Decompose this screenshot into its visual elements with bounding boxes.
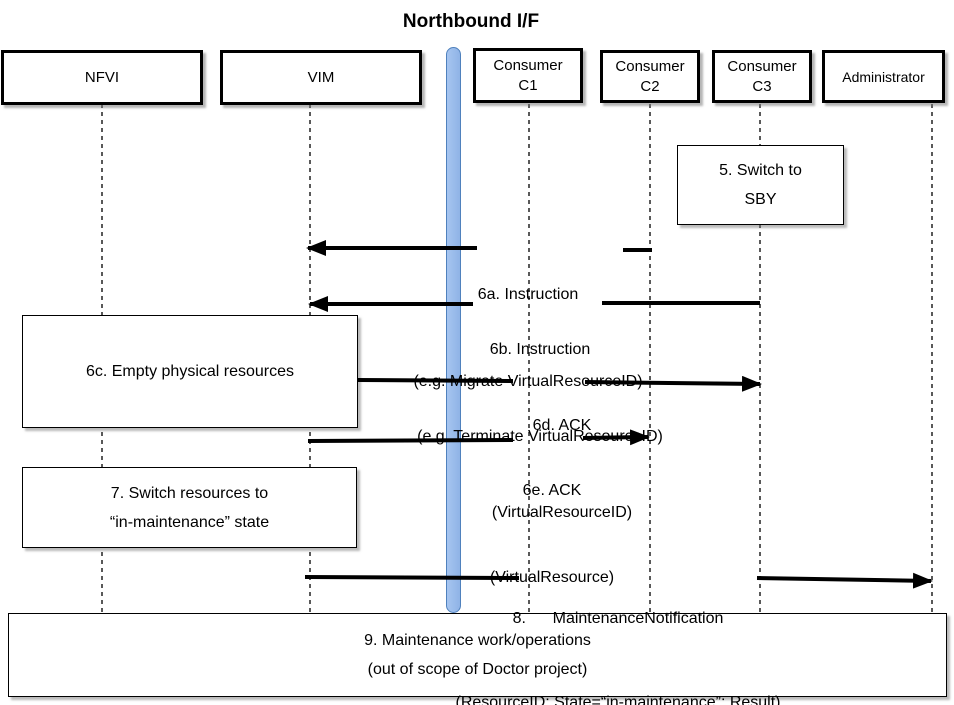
lifeline-administrator (931, 104, 933, 613)
message-6d-label: 6d. ACK (VirtualResourceID) (492, 353, 632, 585)
lifeline-consumer-c2 (649, 104, 651, 613)
actor-vim: VIM (220, 50, 422, 105)
arrow-8-head (756, 572, 933, 589)
message-6d-line1: 6d. ACK (532, 417, 592, 434)
message-6b-line1: 6b. Instruction (489, 341, 591, 358)
actor-consumer-c3: Consumer C3 (712, 50, 812, 103)
message-6e-label: 6e. ACK (VirtualResource) (490, 418, 614, 650)
message-8-line1: 8. MaintenanceNotification (512, 610, 724, 627)
message-6e-line2: (VirtualResource) (489, 569, 615, 586)
northbound-if-bar (446, 47, 461, 613)
step-5-switch-to-sby: 5. Switch to SBY (677, 145, 844, 225)
message-6d-line2: (VirtualResourceID) (491, 504, 633, 521)
step-6c-empty-physical-resources: 6c. Empty physical resources (22, 315, 358, 428)
diagram-title: Northbound I/F (402, 11, 540, 32)
step-9-maintenance-work: 9. Maintenance work/operations (out of s… (8, 613, 947, 697)
message-6e-line1: 6e. ACK (522, 482, 582, 499)
message-8-line2: (ResourceID; State=“in-maintenance”; Res… (455, 694, 781, 705)
message-8-label: 8. MaintenanceNotification (ResourceID; … (455, 549, 780, 705)
lifeline-consumer-c3 (759, 104, 761, 613)
actor-nfvi: NFVI (1, 50, 203, 105)
actor-administrator: Administrator (822, 50, 945, 103)
message-6a-line1: 6a. Instruction (477, 286, 579, 303)
step-7-switch-resources: 7. Switch resources to “in-maintenance” … (22, 467, 357, 548)
actor-consumer-c1: Consumer C1 (473, 48, 583, 103)
actor-consumer-c2: Consumer C2 (600, 50, 700, 103)
lifeline-consumer-c1 (528, 104, 530, 613)
